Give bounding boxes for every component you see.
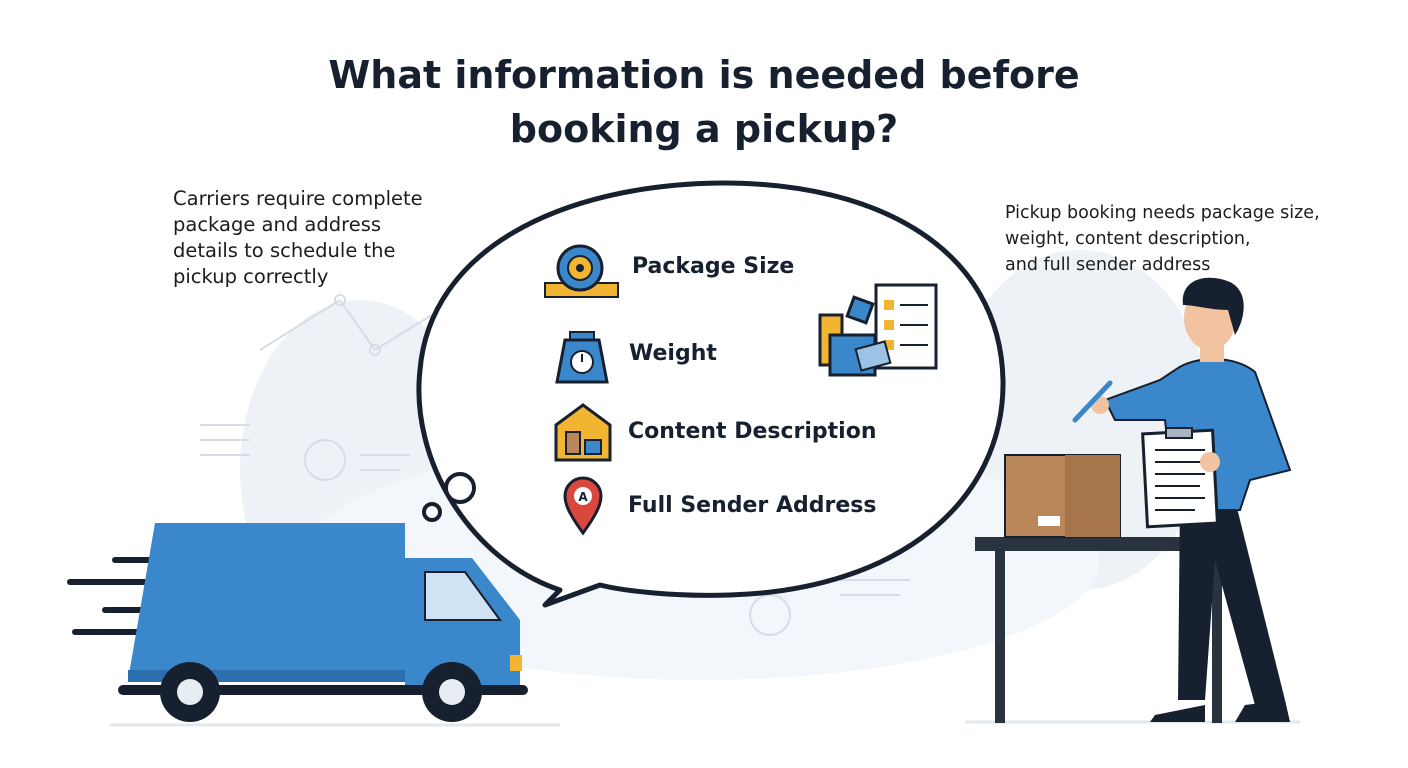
left-note-line: Carriers require complete [173,187,423,210]
left-note-line: pickup correctly [173,265,329,288]
requirement-weight: Weight [629,341,717,366]
documents-and-packages-icon [818,283,938,377]
left-note: Carriers require complete package and ad… [173,186,463,290]
cardboard-box-icon [1004,454,1121,538]
clipboard-icon [1141,427,1219,529]
house-contents-icon [554,403,612,462]
title-line-2: booking a pickup? [509,107,899,151]
svg-text:A: A [578,490,588,504]
right-note-line: and full sender address [1005,255,1211,275]
tape-measure-icon [544,244,619,298]
thought-circle-small [422,502,442,522]
left-note-line: details to schedule the [173,239,396,262]
thought-circle-large [444,472,476,504]
scale-icon [555,331,609,384]
location-pin-icon: A [563,476,603,536]
delivery-truck [67,523,560,727]
requirement-content-description: Content Description [628,419,877,444]
requirement-sender-address: Full Sender Address [628,493,877,518]
speech-bubble [416,180,1006,608]
right-note: Pickup booking needs package size, weigh… [1005,200,1335,278]
right-note-line: weight, content description, [1005,229,1251,249]
left-note-line: package and address [173,213,382,236]
person-at-table [965,277,1300,724]
title-line-1: What information is needed before [328,53,1080,97]
page-title: What information is needed before bookin… [0,48,1408,156]
requirement-package-size: Package Size [632,254,795,279]
right-note-line: Pickup booking needs package size, [1005,203,1320,223]
pen-icon [1072,380,1113,423]
